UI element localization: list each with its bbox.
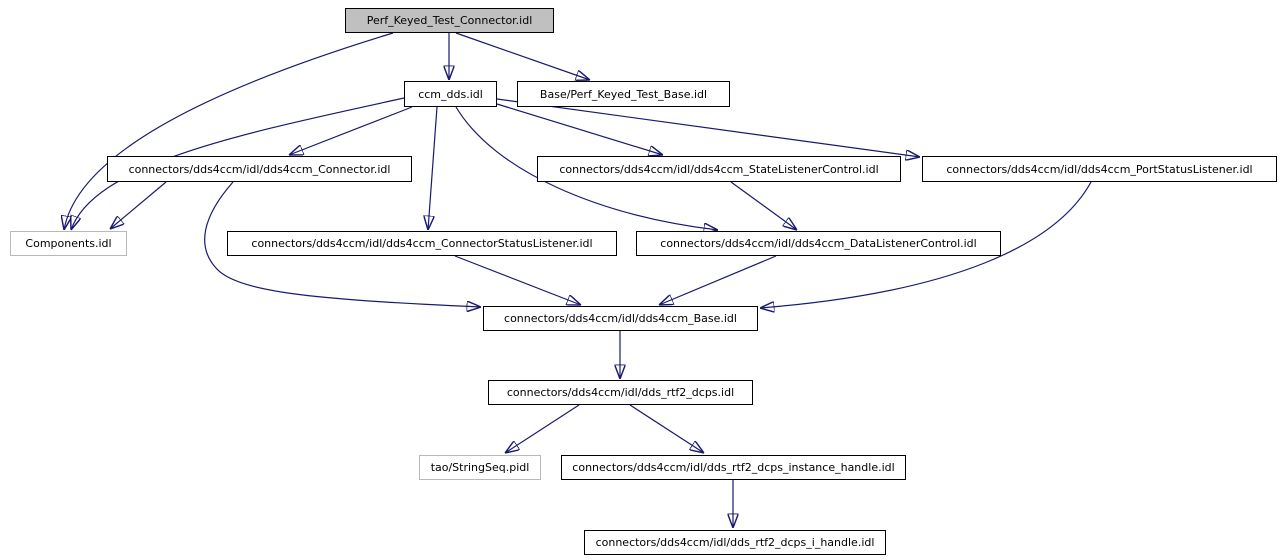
edge-perf-to-components bbox=[64, 32, 394, 230]
edge-dcps-to-instance bbox=[629, 404, 704, 453]
node-tao-stringseq-pidl: tao/StringSeq.pidl bbox=[419, 455, 541, 480]
node-ccm-dds-idl[interactable]: ccm_dds.idl bbox=[404, 81, 497, 107]
edge-ccm-to-state bbox=[496, 103, 663, 155]
edge-ccm-to-port bbox=[496, 98, 920, 157]
node-dds4ccm-base-idl[interactable]: connectors/dds4ccm/idl/dds4ccm_Base.idl bbox=[483, 306, 758, 331]
edge-ccm-to-connector bbox=[289, 106, 413, 155]
node-dds-rtf2-dcps-i-handle-idl[interactable]: connectors/dds4ccm/idl/dds_rtf2_dcps_i_h… bbox=[584, 530, 886, 555]
node-dds4ccm-portstatuslistener-idl[interactable]: connectors/dds4ccm/idl/dds4ccm_PortStatu… bbox=[922, 156, 1277, 182]
edge-connstat-to-base bbox=[454, 255, 581, 305]
node-components-idl: Components.idl bbox=[10, 231, 127, 256]
node-dds4ccm-connectorstatuslistener-idl[interactable]: connectors/dds4ccm/idl/dds4ccm_Connector… bbox=[227, 231, 617, 256]
node-dds-rtf2-dcps-idl[interactable]: connectors/dds4ccm/idl/dds_rtf2_dcps.idl bbox=[488, 380, 753, 405]
edge-perf-to-baseperf bbox=[455, 32, 590, 80]
edge-connector-to-components bbox=[110, 181, 167, 229]
edge-ccm-to-connstat bbox=[428, 106, 438, 230]
node-dds4ccm-datalistenercontrol-idl[interactable]: connectors/dds4ccm/idl/dds4ccm_DataListe… bbox=[636, 231, 1001, 256]
node-dds-rtf2-dcps-instance-handle-idl[interactable]: connectors/dds4ccm/idl/dds_rtf2_dcps_ins… bbox=[561, 455, 906, 480]
edge-state-to-datactrl bbox=[730, 181, 797, 230]
edge-dcps-to-stringseq bbox=[505, 404, 580, 453]
edge-datactrl-to-base bbox=[659, 255, 777, 305]
node-dds4ccm-statelistenercontrol-idl[interactable]: connectors/dds4ccm/idl/dds4ccm_StateList… bbox=[537, 156, 901, 182]
node-base-perf-keyed-test-base-idl[interactable]: Base/Perf_Keyed_Test_Base.idl bbox=[517, 81, 730, 107]
node-dds4ccm-connector-idl[interactable]: connectors/dds4ccm/idl/dds4ccm_Connector… bbox=[107, 156, 412, 182]
node-perf-keyed-test-connector-idl: Perf_Keyed_Test_Connector.idl bbox=[345, 8, 554, 33]
